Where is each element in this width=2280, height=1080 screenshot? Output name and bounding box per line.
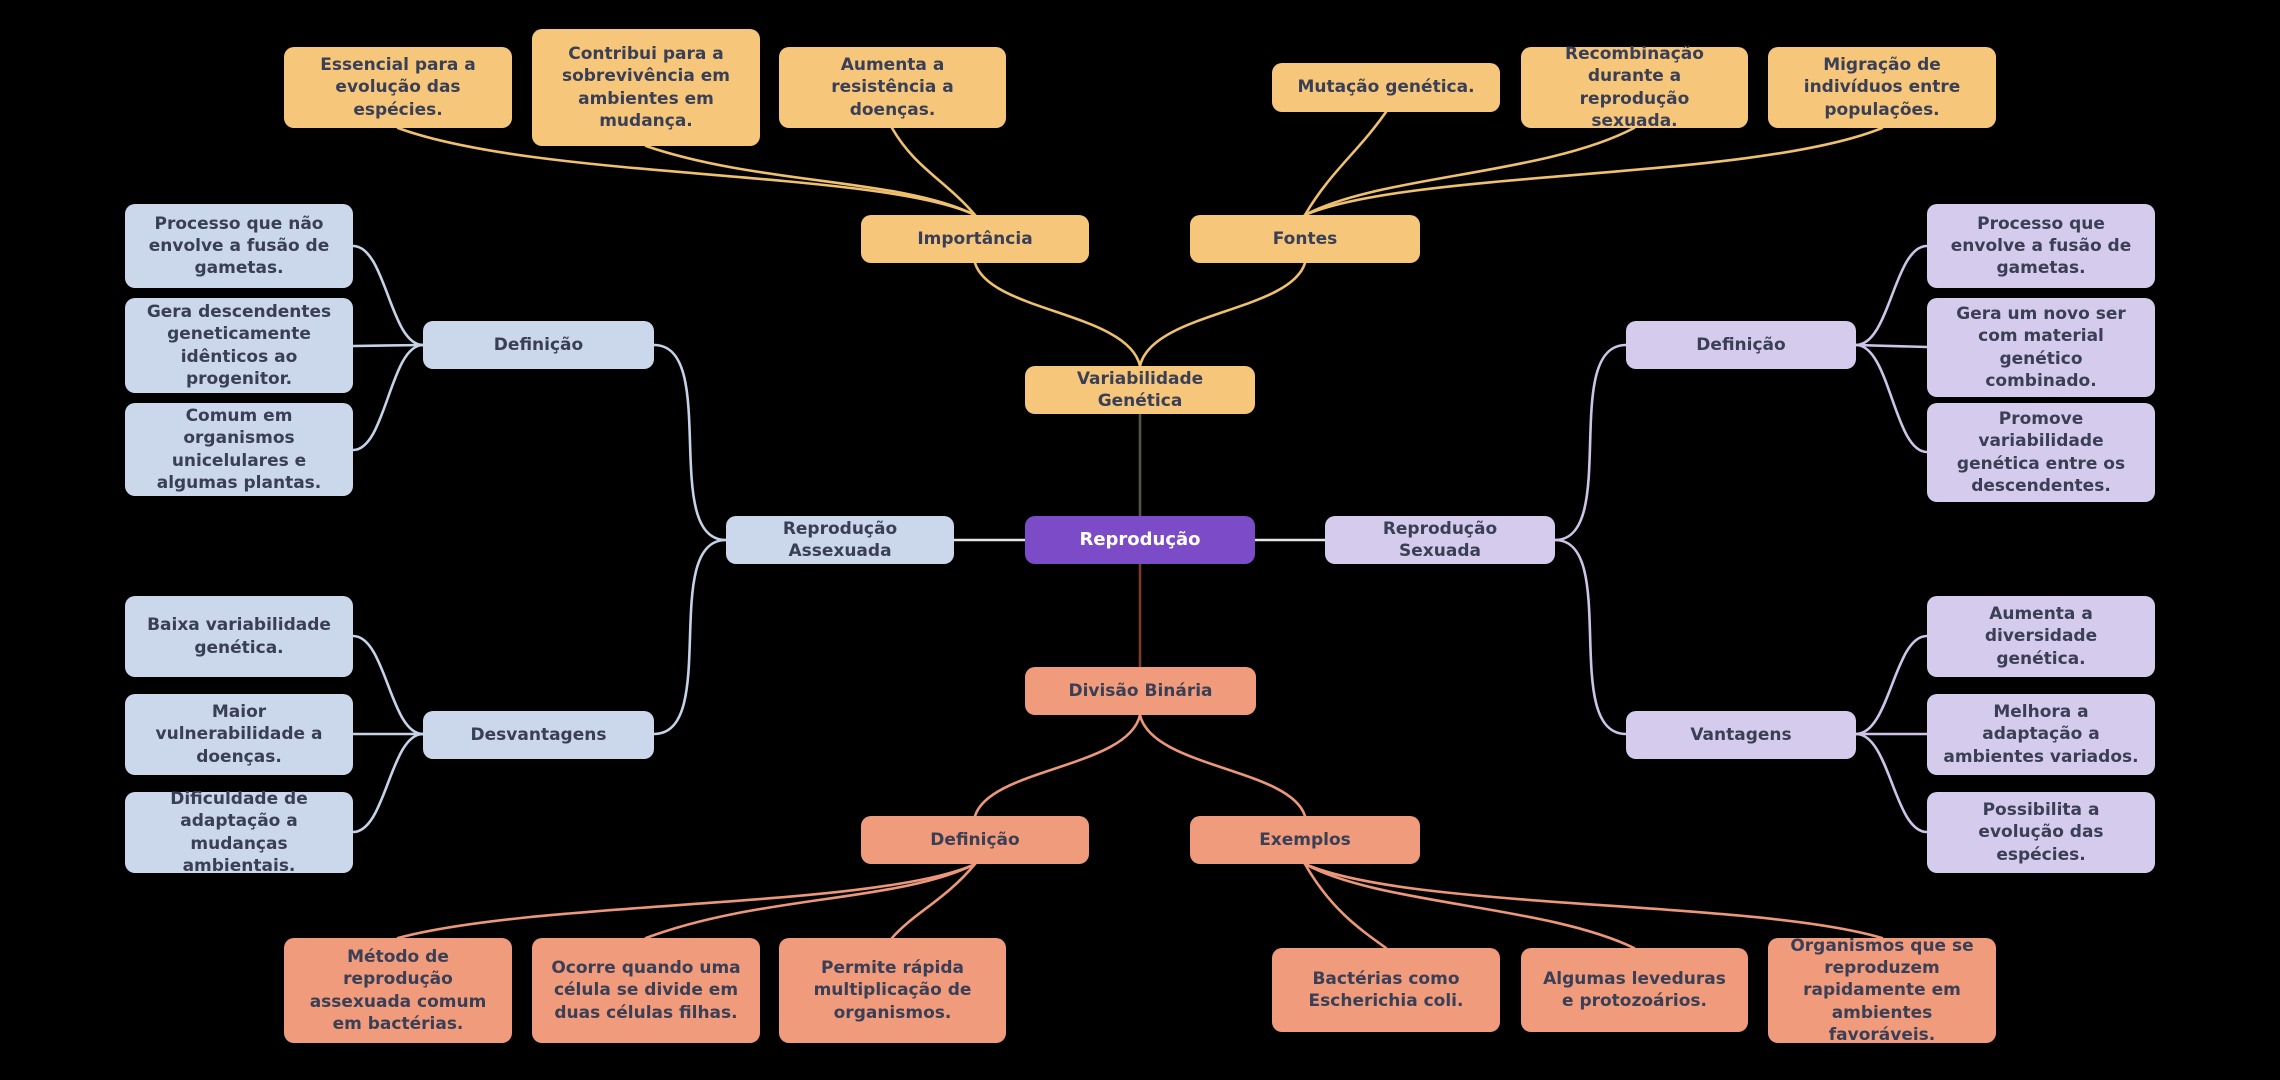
edge-sexual-definicao-leaf3 [1854, 343, 1929, 454]
leaf-exemplos-1[interactable]: Bactérias como Escherichia coli. [1272, 948, 1500, 1032]
leaf-sexuada-definicao-3[interactable]: Promove variabilidade genética entre os … [1927, 403, 2155, 502]
edge-sexual-definicao-leaf1 [1854, 244, 1929, 347]
leaf-sexuada-definicao-2[interactable]: Gera um novo ser com material genético c… [1927, 298, 2155, 397]
edge-asexual-definicao-leaf1 [351, 244, 425, 347]
edge-binary-definicao [973, 713, 1142, 818]
edge-asexual-definicao [652, 343, 728, 542]
edge-binary-definicao-leaf3 [890, 862, 977, 940]
node-assexuada-definicao[interactable]: Definição [423, 321, 654, 369]
leaf-binaria-definicao-1[interactable]: Método de reprodução assexuada comum em … [284, 938, 512, 1043]
leaf-binaria-definicao-2[interactable]: Ocorre quando uma célula se divide em du… [532, 938, 760, 1043]
node-variabilidade-fontes[interactable]: Fontes [1190, 215, 1420, 263]
leaf-sexuada-vantagens-3[interactable]: Possibilita a evolução das espécies. [1927, 792, 2155, 873]
leaf-sexuada-vantagens-2[interactable]: Melhora a adaptação a ambientes variados… [1927, 694, 2155, 775]
edge-asexual-definicao-leaf2 [351, 343, 425, 348]
edge-sexual-definicao [1553, 343, 1628, 542]
edge-variability-fontes [1138, 261, 1307, 368]
leaf-sexuada-definicao-1[interactable]: Processo que envolve a fusão de gametas. [1927, 204, 2155, 288]
edge-sexual-vantagens [1553, 538, 1628, 736]
edge-fontes-leaf3 [1303, 126, 1884, 217]
edge-fontes-leaf2 [1303, 126, 1636, 217]
node-reproducao-root[interactable]: Reprodução [1025, 516, 1255, 564]
leaf-assexuada-desvantagens-2[interactable]: Maior vulnerabilidade a doenças. [125, 694, 353, 775]
leaf-importancia-3[interactable]: Aumenta a resistência a doenças. [779, 47, 1006, 128]
node-reproducao-assexuada[interactable]: Reprodução Assexuada [726, 516, 954, 564]
edge-binary-definicao-leaf2 [644, 862, 977, 940]
leaf-exemplos-3[interactable]: Organismos que se reproduzem rapidamente… [1768, 936, 1996, 1045]
edge-asexual-desvantagens [652, 538, 728, 736]
edge-binary-exemplos [1138, 713, 1307, 818]
leaf-binaria-definicao-3[interactable]: Permite rápida multiplicação de organism… [779, 938, 1006, 1043]
node-reproducao-sexuada[interactable]: Reprodução Sexuada [1325, 516, 1555, 564]
leaf-assexuada-definicao-3[interactable]: Comum em organismos unicelulares e algum… [125, 403, 353, 496]
leaf-sexuada-vantagens-1[interactable]: Aumenta a diversidade genética. [1927, 596, 2155, 677]
node-variabilidade-genetica[interactable]: Variabilidade Genética [1025, 366, 1255, 414]
node-binaria-exemplos[interactable]: Exemplos [1190, 816, 1420, 864]
node-binaria-definicao[interactable]: Definição [861, 816, 1089, 864]
edge-asexual-desvantagens-leaf3 [351, 732, 425, 834]
edge-binary-definicao-leaf1 [396, 862, 977, 940]
edge-sexual-definicao-leaf2 [1854, 343, 1929, 349]
node-variabilidade-importancia[interactable]: Importância [861, 215, 1089, 263]
leaf-importancia-1[interactable]: Essencial para a evolução das espécies. [284, 47, 512, 128]
leaf-assexuada-definicao-2[interactable]: Gera descendentes geneticamente idêntico… [125, 298, 353, 393]
edge-sexual-vantagens-leaf1 [1854, 634, 1929, 736]
edge-variability-importancia [973, 261, 1142, 368]
leaf-fontes-1[interactable]: Mutação genética. [1272, 63, 1500, 112]
leaf-fontes-3[interactable]: Migração de indivíduos entre populações. [1768, 47, 1996, 128]
leaf-exemplos-2[interactable]: Algumas leveduras e protozoários. [1521, 948, 1748, 1032]
node-sexuada-vantagens[interactable]: Vantagens [1626, 711, 1856, 759]
edge-exemplos-leaf1 [1303, 862, 1388, 950]
edge-importancia-leaf3 [890, 126, 977, 217]
leaf-importancia-2[interactable]: Contribui para a sobrevivência em ambien… [532, 29, 760, 146]
edge-exemplos-leaf3 [1303, 862, 1884, 940]
node-assexuada-desvantagens[interactable]: Desvantagens [423, 711, 654, 759]
node-divisao-binaria[interactable]: Divisão Binária [1025, 667, 1256, 715]
node-sexuada-definicao[interactable]: Definição [1626, 321, 1856, 369]
edge-sexual-vantagens-leaf3 [1854, 732, 1929, 834]
edge-asexual-definicao-leaf3 [351, 343, 425, 452]
edge-importancia-leaf2 [644, 144, 977, 217]
edge-asexual-desvantagens-leaf1 [351, 634, 425, 736]
leaf-assexuada-definicao-1[interactable]: Processo que não envolve a fusão de game… [125, 204, 353, 288]
leaf-assexuada-desvantagens-1[interactable]: Baixa variabilidade genética. [125, 596, 353, 677]
edge-fontes-leaf1 [1303, 110, 1388, 217]
edge-exemplos-leaf2 [1303, 862, 1636, 950]
leaf-fontes-2[interactable]: Recombinação durante a reprodução sexuad… [1521, 44, 1748, 131]
leaf-assexuada-desvantagens-3[interactable]: Dificuldade de adaptação a mudanças ambi… [125, 789, 353, 876]
